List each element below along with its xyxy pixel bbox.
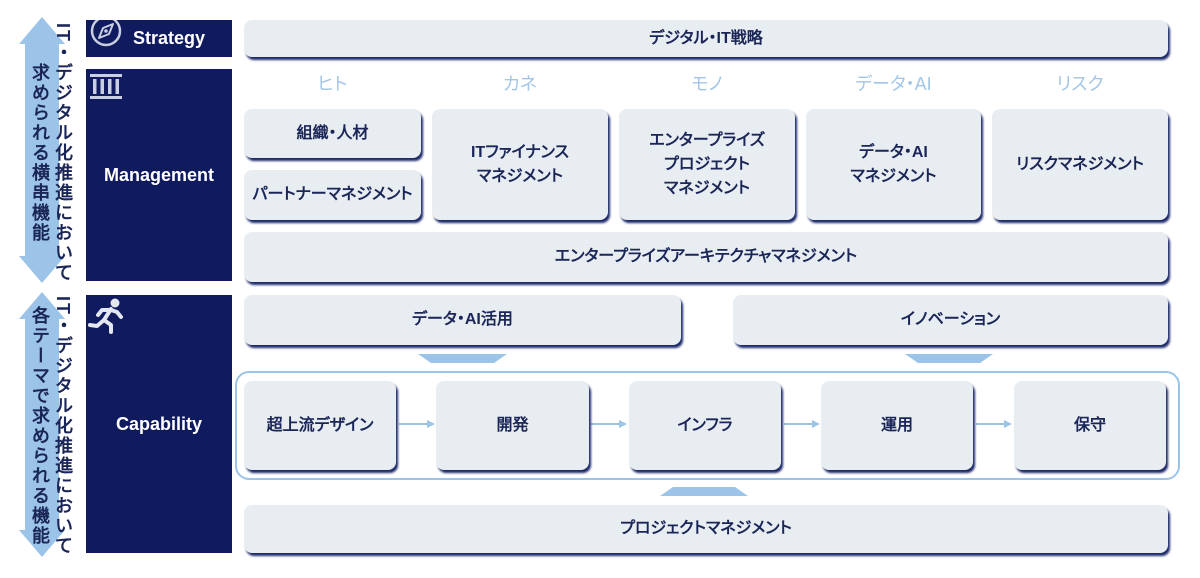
side-arrows [19, 17, 65, 557]
process-arrowhead-1 [427, 420, 435, 428]
organization-talent-box: 組織・人材 [244, 109, 421, 158]
caption-line-2: 求められる横串機能 [30, 62, 50, 243]
up-trapezoid-project-management [660, 487, 748, 496]
runner-icon [88, 298, 123, 334]
caption-line-1: IT・デジタル化推進において [53, 22, 73, 283]
theme-functions-caption: IT・デジタル化推進において 各テーマで求められる機能 [28, 293, 74, 558]
enterprise-project-management-box: エンタープライズ プロジェクト マネジメント [619, 109, 795, 220]
category-hito: ヒト [317, 74, 348, 94]
upstream-design-box: 超上流デザイン [244, 381, 396, 470]
category-kane: カネ [503, 74, 537, 94]
cross-cutting-functions-caption: IT・デジタル化推進において 求められる横串機能 [28, 20, 74, 285]
infrastructure-box: インフラ [629, 381, 781, 470]
cross-cutting-double-arrow [19, 17, 65, 283]
category-mono: モノ [691, 74, 723, 94]
development-box: 開発 [436, 381, 589, 470]
strategy-label: Strategy [132, 28, 206, 48]
management-label: Management [103, 164, 215, 185]
process-arrowhead-4 [1004, 420, 1012, 428]
management-label-wrap: Management [86, 69, 232, 281]
partner-management-box: パートナーマネジメント [244, 170, 421, 220]
caption-line-1: IT・デジタル化推進において [53, 295, 73, 556]
down-trapezoid-data-ai [418, 354, 507, 363]
capability-label-wrap: Capability [86, 295, 232, 553]
enterprise-architecture-management-box: エンタープライズアーキテクチャマネジメント [244, 232, 1168, 282]
capability-label: Capability [115, 413, 203, 434]
digital-it-strategy-box: デジタル・IT戦略 [244, 20, 1168, 57]
down-trapezoid-innovation [905, 354, 993, 363]
strategy-label-wrap: Strategy [86, 20, 232, 57]
building-icon [90, 74, 122, 99]
it-finance-management-box: ITファイナンス マネジメント [432, 109, 608, 220]
project-management-box: プロジェクトマネジメント [244, 505, 1168, 553]
category-risk: リスク [1056, 74, 1104, 94]
maintenance-box: 保守 [1014, 381, 1166, 470]
innovation-box: イノベーション [733, 295, 1168, 345]
compass-icon [90, 20, 122, 47]
risk-management-box: リスクマネジメント [992, 109, 1168, 220]
strategy-layer: Strategy [86, 20, 232, 57]
management-layer: Management [86, 69, 232, 281]
caption-line-2: 各テーマで求められる機能 [30, 305, 50, 546]
capability-layer: Capability [86, 295, 232, 553]
theme-double-arrow [19, 292, 65, 557]
process-arrowhead-3 [812, 420, 820, 428]
data-ai-utilization-box: データ・AI活用 [244, 295, 681, 345]
operations-box: 運用 [821, 381, 973, 470]
process-arrowhead-2 [619, 420, 627, 428]
data-ai-management-box: データ・AI マネジメント [806, 109, 981, 220]
category-data-ai: データ・AI [855, 74, 932, 94]
